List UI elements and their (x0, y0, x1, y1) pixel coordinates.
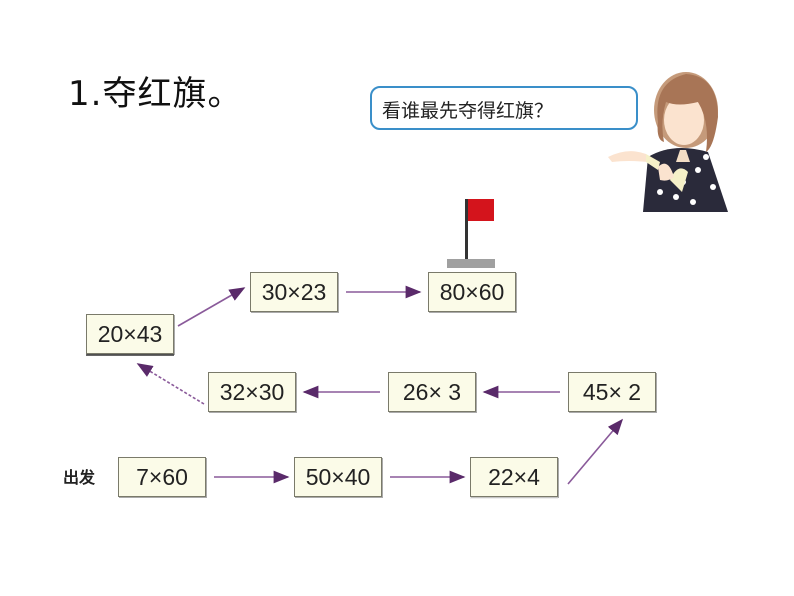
girl-illustration (608, 72, 728, 212)
expression-box: 80×60 (428, 272, 516, 312)
expression-box: 20×43 (86, 314, 174, 354)
speech-bubble-text: 看谁最先夺得红旗？ (382, 100, 554, 122)
expression-box: 45× 2 (568, 372, 656, 412)
start-label: 出发 (63, 468, 96, 487)
arrow (567, 418, 624, 485)
expression-box: 30×23 (250, 272, 338, 312)
red-flag-icon (447, 199, 495, 268)
expression-box: 7×60 (118, 457, 206, 497)
speech-bubble: 看谁最先夺得红旗？ (370, 86, 638, 130)
arrow (136, 363, 205, 405)
expression-box: 26× 3 (388, 372, 476, 412)
arrow (177, 287, 246, 327)
expression-box: 22×4 (470, 457, 558, 497)
expression-box: 32×30 (208, 372, 296, 412)
page-title: 1.夺红旗。 (68, 74, 243, 114)
expression-box: 50×40 (294, 457, 382, 497)
